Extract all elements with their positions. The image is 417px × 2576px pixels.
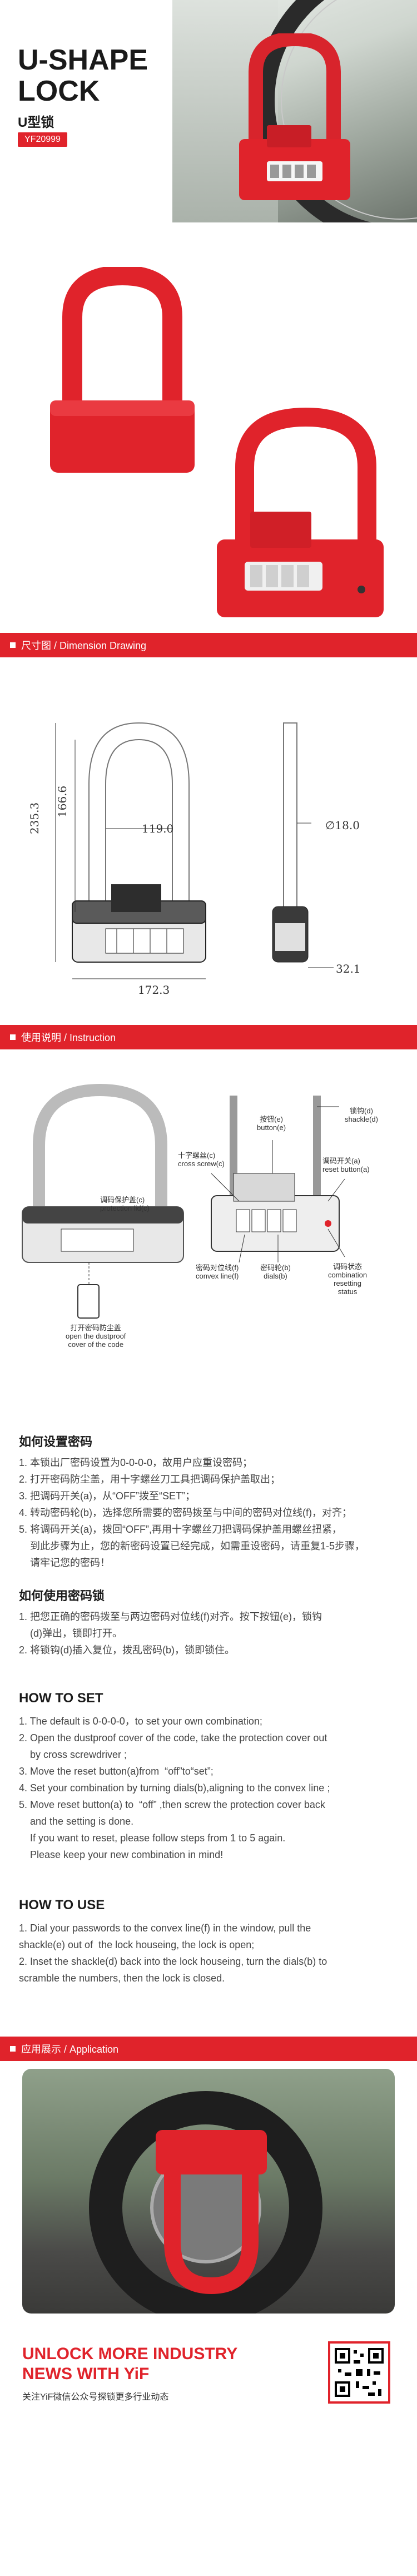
list-item: 1. 本锁出厂密码设置为0-0-0-0，故用户应重设密码； bbox=[19, 1457, 253, 1468]
en-set-heading: HOW TO SET bbox=[19, 1691, 103, 1706]
list-item: 请牢记您的密码！ bbox=[19, 1557, 111, 1568]
list-item: 2. 打开密码防尘盖，用十字螺丝刀工具把调码保护盖取出； bbox=[19, 1474, 281, 1485]
list-item: shackle(e) out of the lock houseing, the… bbox=[19, 1939, 255, 1950]
list-item: Please keep your new combination in mind… bbox=[19, 1849, 224, 1860]
footer-slogan: UNLOCK MORE INDUSTRY NEWS WITH YiF bbox=[22, 2345, 238, 2383]
list-item: 1. Dial your passwords to the convex lin… bbox=[19, 1923, 311, 1934]
section-application-header: 应用展示 / Application bbox=[0, 2037, 417, 2061]
list-item: 2. Inset the shackle(d) back into the lo… bbox=[19, 1956, 327, 1967]
hero-banner: U-SHAPE LOCK U型锁 YF20999 bbox=[0, 0, 417, 222]
section-instruction-header: 使用说明 / Instruction bbox=[0, 1025, 417, 1049]
dim-depth: 32.1 bbox=[336, 962, 361, 975]
dim-height-inner: 166.6 bbox=[56, 785, 69, 818]
label-convex-line: 密码对位线(f)convex line(f) bbox=[196, 1264, 239, 1280]
list-item: 5. Move reset button(a) to “off” ,then s… bbox=[19, 1799, 325, 1810]
qr-code bbox=[328, 2341, 390, 2404]
list-item: If you want to reset, please follow step… bbox=[19, 1832, 286, 1844]
list-item: 1. 把您正确的密码拨至与两边密码对位线(f)对齐。按下按钮(e)，锁钩 bbox=[19, 1611, 322, 1622]
en-set-steps: 1. The default is 0-0-0-0，to set your ow… bbox=[19, 1713, 403, 1863]
en-use-heading: HOW TO USE bbox=[19, 1898, 105, 1913]
list-item: 1. The default is 0-0-0-0，to set your ow… bbox=[19, 1716, 262, 1727]
list-item: by cross screwdriver ; bbox=[19, 1749, 127, 1760]
dim-inner-width: 119.0 bbox=[142, 822, 174, 835]
list-item: 2. 将锁钩(d)插入复位，拨乱密码(b)，锁即锁住。 bbox=[19, 1644, 235, 1656]
hero-photo bbox=[172, 0, 417, 222]
cn-set-steps: 1. 本锁出厂密码设置为0-0-0-0，故用户应重设密码； 2. 打开密码防尘盖… bbox=[19, 1454, 403, 1571]
model-badge: YF20999 bbox=[18, 132, 67, 147]
label-cross-screw: 十字螺丝(c)cross screw(c) bbox=[178, 1151, 225, 1168]
list-item: 4. 转动密码轮(b)，选择您所需要的密码拨至与中间的密码对位线(f)，对齐； bbox=[19, 1507, 352, 1518]
cn-set-heading: 如何设置密码 bbox=[19, 1435, 93, 1449]
list-item: 4. Set your combination by turning dials… bbox=[19, 1782, 330, 1794]
en-use-steps: 1. Dial your passwords to the convex lin… bbox=[19, 1920, 403, 1987]
dim-height-total: 235.3 bbox=[28, 802, 41, 834]
dim-body-width: 172.3 bbox=[138, 983, 170, 997]
product-front-image bbox=[50, 267, 195, 473]
cn-use-heading: 如何使用密码锁 bbox=[19, 1589, 105, 1603]
instruction-diagram bbox=[22, 1083, 345, 1319]
hero-title: U-SHAPE LOCK bbox=[18, 44, 148, 107]
dimension-drawing bbox=[55, 722, 334, 979]
list-item: 5. 将调码开关(a)，拨回“OFF”,再用十字螺丝刀把调码保护盖用螺丝扭紧， bbox=[19, 1524, 342, 1535]
list-item: 3. Move the reset button(a)from “off”to“… bbox=[19, 1766, 214, 1777]
hero-lock-image bbox=[239, 33, 350, 200]
dim-diameter: ∅18.0 bbox=[325, 819, 360, 832]
section-dimension-header: 尺寸图 / Dimension Drawing bbox=[0, 633, 417, 657]
label-dials: 密码轮(b)dials(b) bbox=[260, 1264, 291, 1280]
list-item: scramble the numbers, then the lock is c… bbox=[19, 1973, 225, 1984]
list-item: 3. 把调码开关(a)，从“OFF”拨至“SET”； bbox=[19, 1490, 195, 1502]
label-protection-lid: 调码保护盖(c)protection lid(c) bbox=[100, 1196, 150, 1212]
list-item: 到此步骤为止，您的新密码设置已经完成，如需重设密码，请重复1-5步骤， bbox=[19, 1540, 365, 1552]
label-button: 按钮(e)button(e) bbox=[257, 1115, 286, 1132]
label-shackle: 锁钩(d)shackle(d) bbox=[345, 1107, 378, 1123]
application-photo bbox=[22, 2069, 395, 2314]
hero-subtitle-cn: U型锁 bbox=[18, 115, 54, 130]
product-angle-image bbox=[217, 407, 384, 617]
list-item: (d)弹出，锁即打开。 bbox=[19, 1628, 123, 1639]
list-item: 2. Open the dustproof cover of the code,… bbox=[19, 1732, 327, 1743]
label-reset-button: 调码开关(a)reset button(a) bbox=[322, 1157, 370, 1173]
list-item: and the setting is done. bbox=[19, 1816, 134, 1827]
cn-use-steps: 1. 把您正确的密码拨至与两边密码对位线(f)对齐。按下按钮(e)，锁钩 (d)… bbox=[19, 1608, 403, 1658]
footer-subtitle: 关注YiF微信公众号探锁更多行业动态 bbox=[22, 2392, 169, 2402]
